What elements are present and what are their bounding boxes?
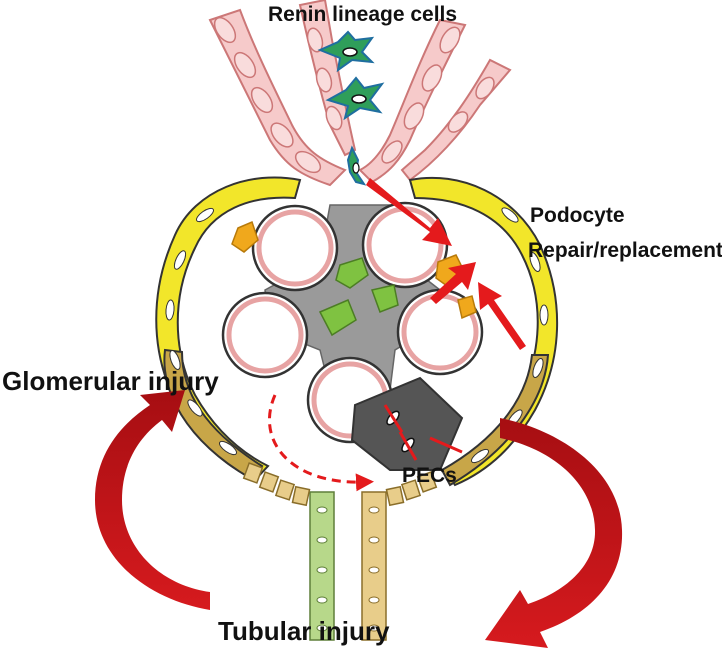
- renin-cell-3: [346, 145, 367, 186]
- capsule-tubule-junction: [242, 462, 438, 507]
- left-cycle-arrow: [95, 390, 210, 610]
- label-repair-replacement: Repair/replacement: [528, 239, 722, 262]
- podocytes: [231, 220, 477, 320]
- capillary-loops: [221, 201, 484, 444]
- label-glomerular-injury: Glomerular injury: [2, 366, 219, 396]
- label-renin-lineage: Renin lineage cells: [268, 3, 457, 26]
- left-arteriole: [208, 0, 357, 187]
- pecs-cluster: [350, 376, 464, 471]
- repair-arrows: [366, 178, 526, 350]
- right-cycle-arrow: [485, 418, 623, 648]
- label-podocyte: Podocyte: [530, 204, 625, 227]
- proximal-tubule-left: [309, 491, 335, 641]
- dashed-migration-arrow: [268, 394, 374, 492]
- label-pecs: PECs: [402, 464, 457, 487]
- mesangial-cells: [318, 257, 399, 337]
- renin-cell-2: [325, 76, 385, 121]
- right-arteriole: [358, 18, 512, 184]
- label-tubular-injury: Tubular injury: [218, 616, 390, 646]
- renin-cell-1: [317, 30, 375, 73]
- proximal-tubule-right: [361, 491, 387, 641]
